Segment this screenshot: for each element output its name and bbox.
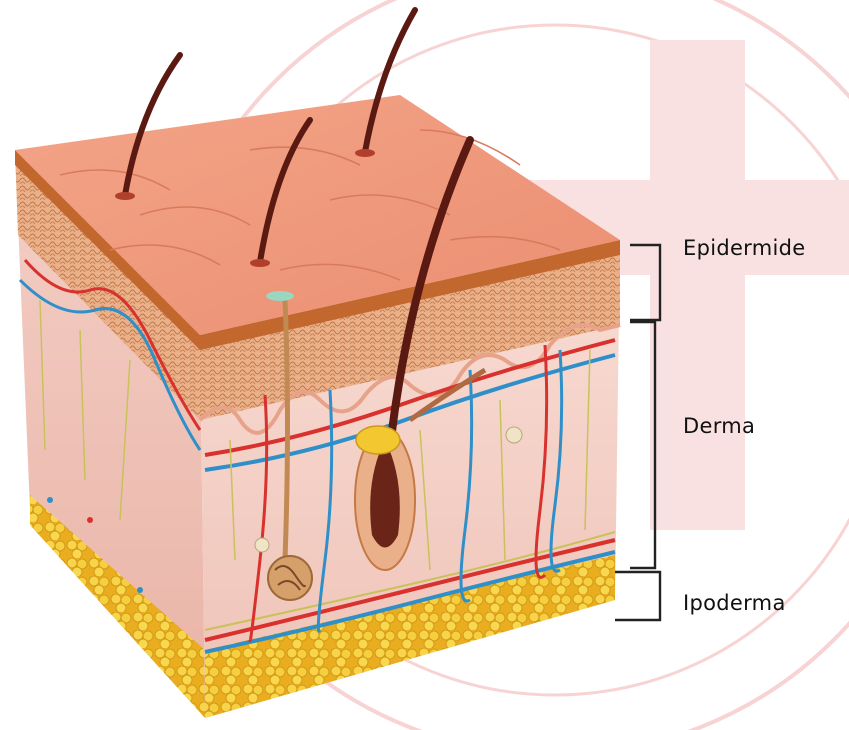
dermis-label: Derma (683, 414, 755, 438)
hypodermis-label: Ipoderma (683, 591, 786, 615)
epidermis-label: Epidermide (683, 236, 806, 260)
